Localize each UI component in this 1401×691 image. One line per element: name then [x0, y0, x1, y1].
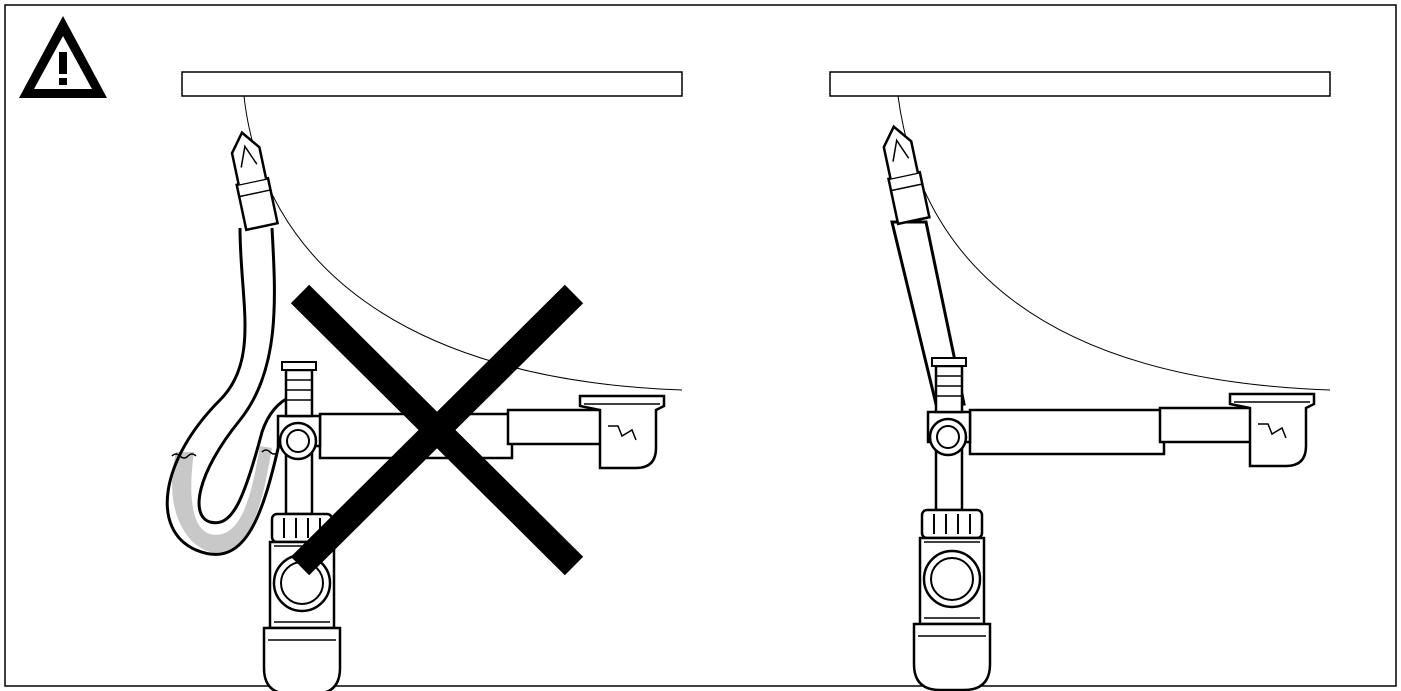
panel-correct	[829, 71, 1331, 691]
siphon-trap	[912, 356, 992, 691]
panel-incorrect	[165, 71, 683, 691]
trapped-water	[172, 446, 272, 554]
drain-hose-sagging	[165, 130, 298, 556]
basin-bowl	[243, 95, 683, 391]
drain-pipe	[968, 408, 1166, 456]
warning-triangle-icon	[19, 16, 107, 98]
cross-mark-icon	[290, 284, 584, 576]
countertop	[181, 71, 683, 97]
diagram-frame	[4, 4, 1397, 687]
countertop	[829, 71, 1331, 97]
basin-bowl	[897, 95, 1331, 391]
